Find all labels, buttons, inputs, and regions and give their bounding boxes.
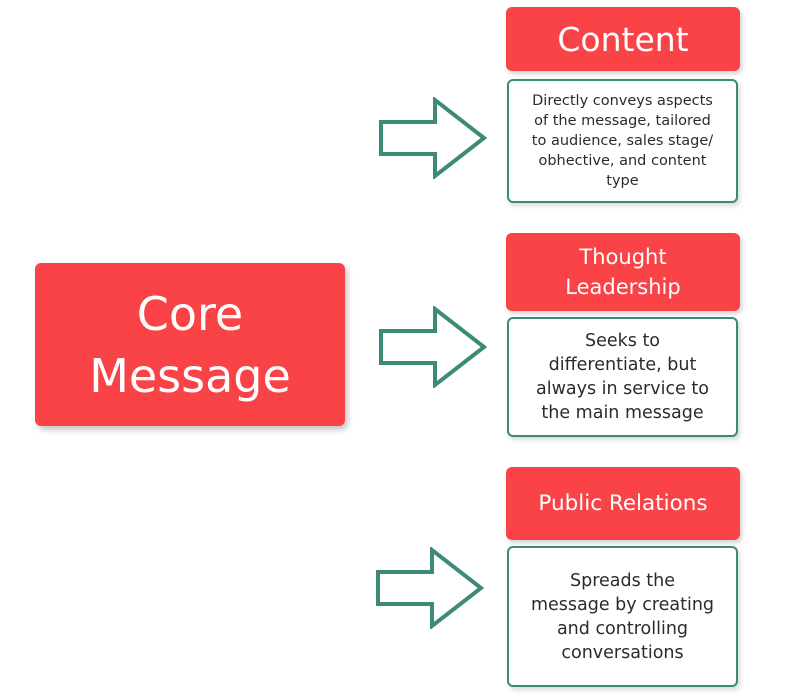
- content-description: Directly conveys aspects of the message,…: [531, 93, 714, 189]
- content-heading: Content: [557, 19, 689, 59]
- core-message-box: Core Message: [35, 263, 345, 426]
- public-relations-description: Spreads the message by creating and cont…: [530, 570, 715, 663]
- public-relations-heading-box: Public Relations: [506, 467, 740, 540]
- right-arrow-icon: [379, 306, 488, 388]
- thought-leadership-heading: Thought Leadership: [565, 245, 681, 299]
- thought-leadership-description: Seeks to differentiate, but always in se…: [536, 331, 709, 423]
- content-description-box: Directly conveys aspects of the message,…: [507, 79, 738, 203]
- thought-leadership-description-box: Seeks to differentiate, but always in se…: [507, 317, 738, 437]
- public-relations-description-box: Spreads the message by creating and cont…: [507, 546, 738, 687]
- right-arrow-icon: [379, 97, 488, 179]
- right-arrow-icon: [376, 547, 485, 629]
- core-message-label: Core Message: [89, 286, 291, 403]
- public-relations-heading: Public Relations: [538, 491, 708, 516]
- thought-leadership-heading-box: Thought Leadership: [506, 233, 740, 311]
- content-heading-box: Content: [506, 7, 740, 71]
